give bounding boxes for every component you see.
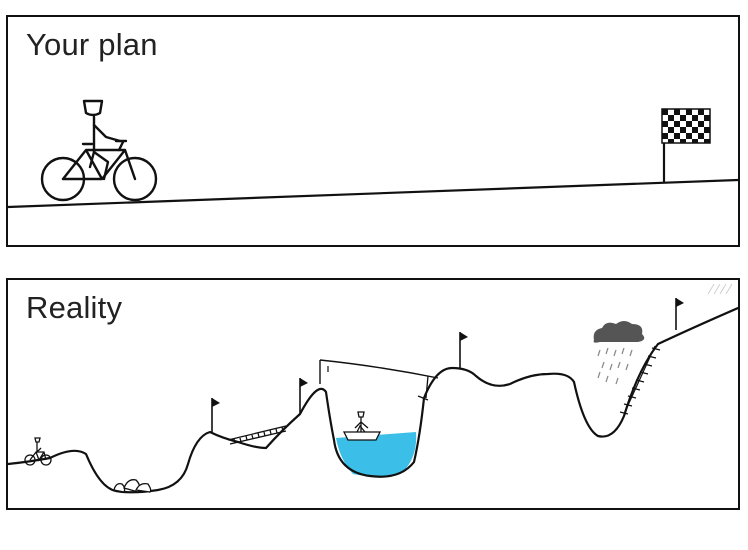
ladder	[619, 345, 661, 415]
panel-caption: Reality	[26, 290, 123, 325]
flag-icon	[299, 378, 308, 414]
flag-icon	[211, 398, 220, 432]
plan-scene	[8, 99, 738, 209]
water-pool	[336, 432, 417, 477]
plank-bridge	[227, 425, 287, 445]
reality-scene	[8, 283, 738, 494]
bicycle-icon	[40, 99, 158, 202]
panel-caption: Your plan	[26, 27, 158, 62]
flag-icon	[675, 298, 684, 330]
checkered-flag-icon	[661, 108, 711, 183]
boat-icon	[342, 411, 382, 441]
flat-road	[8, 178, 738, 209]
bicycle-icon	[24, 437, 52, 466]
panel-your-plan: Your plan	[6, 15, 740, 247]
rain-cloud-icon	[593, 321, 645, 385]
panel-reality: Reality	[6, 278, 740, 510]
rock-icon	[113, 479, 152, 493]
flag-icon	[459, 332, 468, 368]
sketch-marks	[707, 283, 733, 295]
bumpy-road	[8, 306, 738, 494]
rope-line	[319, 359, 439, 379]
